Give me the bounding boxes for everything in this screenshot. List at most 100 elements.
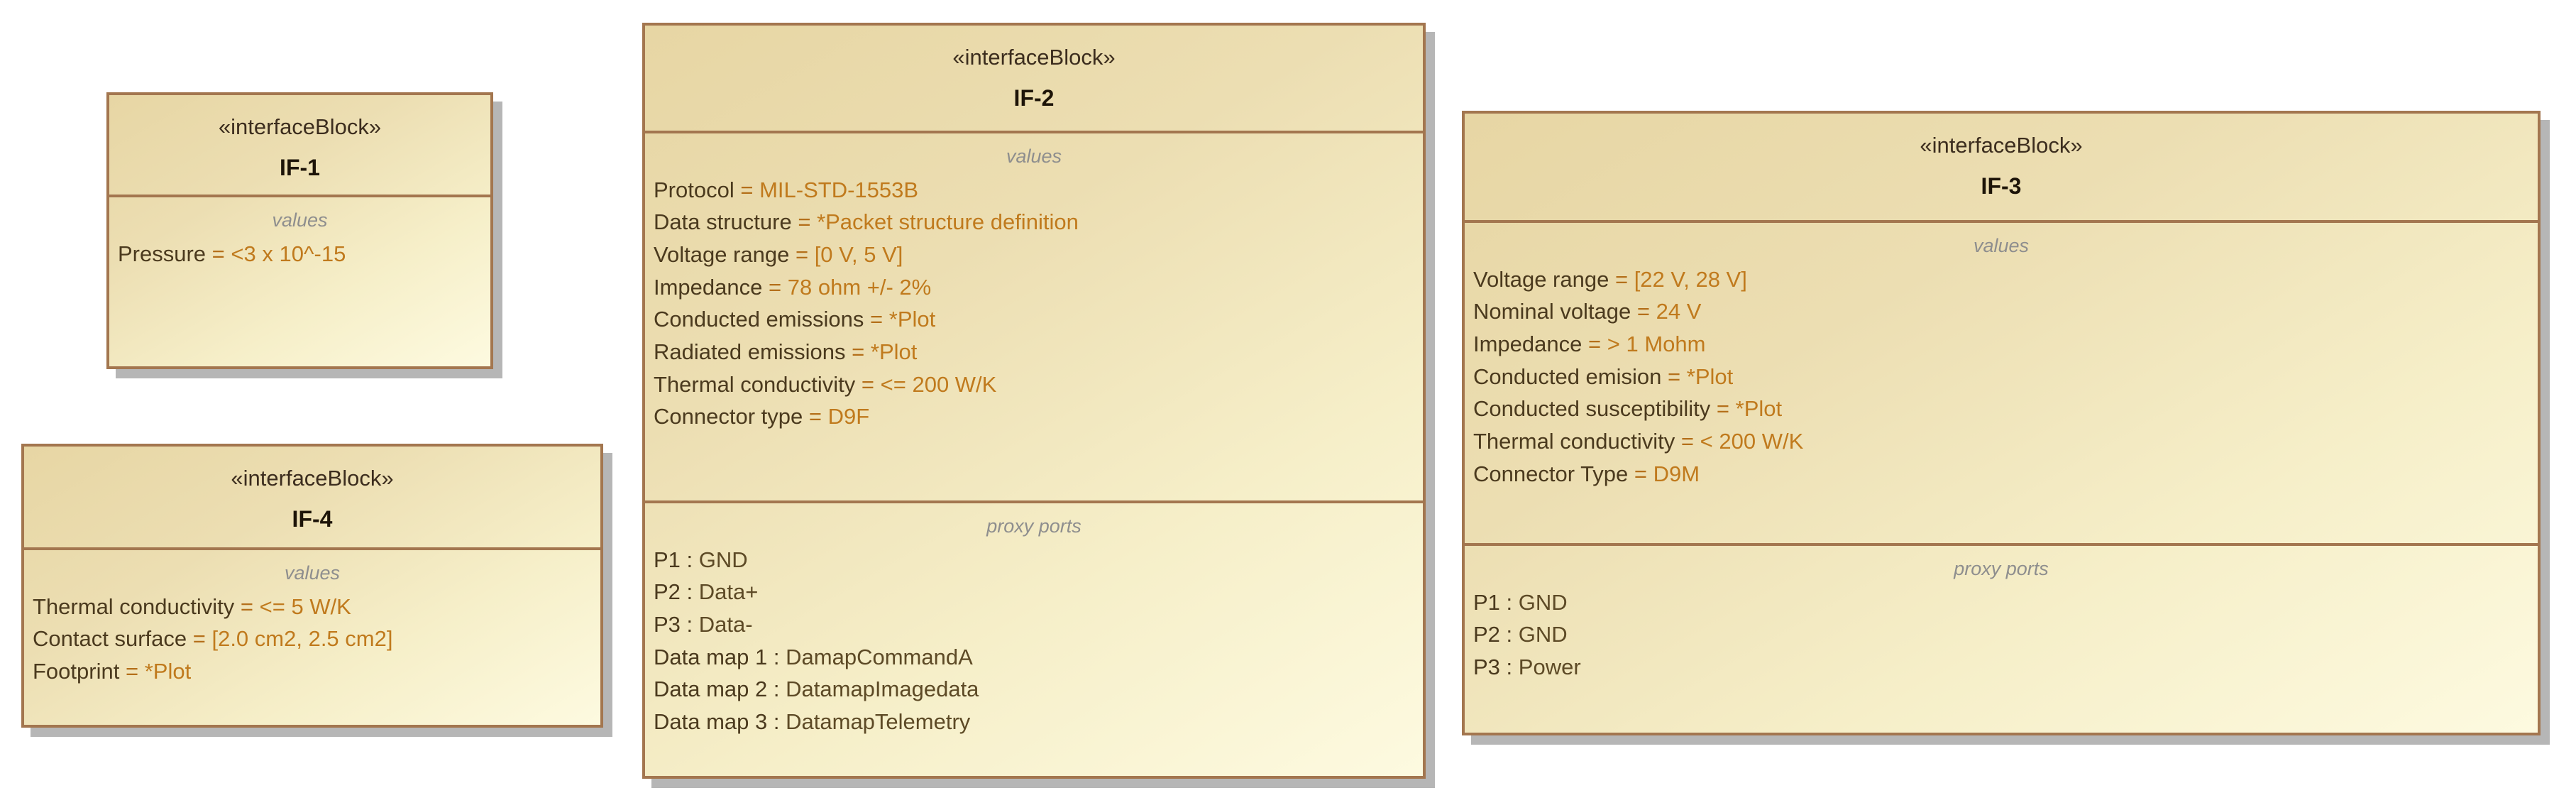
value-property[interactable]: Protocol = MIL-STD-1553B <box>645 174 1423 207</box>
proxy-ports-list: P1 : GND P2 : GND P3 : Power <box>1465 586 2538 684</box>
value-property-value: D9F <box>827 404 870 429</box>
block-header: «interfaceBlock» IF-1 <box>109 95 490 195</box>
value-property[interactable]: Pressure = <3 x 10^-15 <box>109 238 490 270</box>
proxy-port[interactable]: P2 : GND <box>1465 618 2538 651</box>
value-property-value: 78 ohm +/- 2% <box>787 274 932 300</box>
block-name: IF-2 <box>1013 84 1055 111</box>
values-compartment-label: values <box>1973 235 2030 256</box>
value-property-equals: = <box>240 593 254 619</box>
value-property-name: Connector type <box>654 404 803 429</box>
value-property-name: Conducted emision <box>1473 363 1662 389</box>
value-property-equals: = <box>769 274 782 300</box>
proxy-port-type: Power <box>1518 654 1581 679</box>
value-property-name: Thermal conductivity <box>33 593 235 619</box>
value-property-value: MIL-STD-1553B <box>759 177 919 202</box>
value-property-equals: = <box>852 339 865 364</box>
value-property-equals: = <box>192 626 206 652</box>
value-property[interactable]: Impedance = > 1 Mohm <box>1465 328 2538 361</box>
value-property[interactable]: Nominal voltage = 24 V <box>1465 295 2538 328</box>
interface-block-if3[interactable]: «interfaceBlock» IF-3 values Voltage ran… <box>1462 111 2541 735</box>
interface-block-if2[interactable]: «interfaceBlock» IF-2 values Protocol = … <box>642 23 1426 779</box>
value-property-value: *Plot <box>888 307 936 332</box>
values-compartment: values Thermal conductivity = <= 5 W/K C… <box>24 547 600 698</box>
proxy-port-name: P2 <box>654 579 681 605</box>
value-property-equals: = <box>1716 396 1730 422</box>
value-property[interactable]: Conducted emissions = *Plot <box>645 303 1423 336</box>
value-property-value: [2.0 cm2, 2.5 cm2] <box>211 626 393 652</box>
value-property[interactable]: Impedance = 78 ohm +/- 2% <box>645 271 1423 304</box>
value-property-name: Conducted emissions <box>654 307 864 332</box>
interface-block-if1[interactable]: «interfaceBlock» IF-1 values Pressure = … <box>106 92 493 369</box>
value-property[interactable]: Contact surface = [2.0 cm2, 2.5 cm2] <box>24 623 600 655</box>
value-property[interactable]: Thermal conductivity = <= 5 W/K <box>24 591 600 623</box>
value-property[interactable]: Data structure = *Packet structure defin… <box>645 206 1423 239</box>
value-property[interactable]: Connector type = D9F <box>645 400 1423 433</box>
values-compartment: values Protocol = MIL-STD-1553B Data str… <box>645 131 1423 500</box>
values-list: Pressure = <3 x 10^-15 <box>109 238 490 270</box>
value-property[interactable]: Conducted emision = *Plot <box>1465 361 2538 393</box>
values-list: Thermal conductivity = <= 5 W/K Contact … <box>24 591 600 688</box>
proxy-port[interactable]: Data map 3 : DatamapTelemetry <box>645 706 1423 738</box>
proxy-port-type: GND <box>698 547 748 572</box>
value-property-equals: = <box>861 371 875 397</box>
value-property[interactable]: Thermal conductivity = <= 200 W/K <box>645 368 1423 401</box>
value-property-equals: = <box>798 209 811 235</box>
value-property[interactable]: Connector Type = D9M <box>1465 458 2538 491</box>
proxy-port-name: P3 <box>654 611 681 637</box>
interface-block-if4[interactable]: «interfaceBlock» IF-4 values Thermal con… <box>21 444 603 728</box>
value-property[interactable]: Radiated emissions = *Plot <box>645 336 1423 368</box>
proxy-port-colon: : <box>686 547 693 572</box>
value-property-value: *Plot <box>870 339 918 364</box>
value-property-name: Data structure <box>654 209 792 235</box>
value-property-value: [0 V, 5 V] <box>814 241 903 267</box>
value-property-name: Thermal conductivity <box>1473 428 1675 454</box>
value-property-name: Radiated emissions <box>654 339 846 364</box>
value-property-equals: = <box>1614 266 1629 292</box>
value-property[interactable]: Footprint = *Plot <box>24 655 600 688</box>
proxy-port-type: GND <box>1518 589 1568 615</box>
proxy-port-colon: : <box>686 579 693 605</box>
value-property-value: <3 x 10^-15 <box>231 241 346 266</box>
values-compartment-label: values <box>284 562 341 584</box>
proxy-port[interactable]: P1 : GND <box>1465 586 2538 619</box>
value-property[interactable]: Conducted susceptibility = *Plot <box>1465 393 2538 425</box>
value-property[interactable]: Voltage range = [0 V, 5 V] <box>645 239 1423 271</box>
proxy-port-name: P2 <box>1473 622 1500 647</box>
values-compartment: values Pressure = <3 x 10^-15 <box>109 195 490 280</box>
proxy-port[interactable]: Data map 1 : DamapCommandA <box>645 641 1423 674</box>
value-property-name: Conducted susceptibility <box>1473 396 1711 422</box>
proxy-port[interactable]: P3 : Power <box>1465 651 2538 684</box>
value-property[interactable]: Voltage range = [22 V, 28 V] <box>1465 263 2538 296</box>
proxy-port-type: Data- <box>698 611 753 637</box>
values-compartment-label: values <box>272 209 328 231</box>
value-property-name: Nominal voltage <box>1473 299 1631 324</box>
value-property-value: <= 200 W/K <box>880 371 997 397</box>
value-property[interactable]: Thermal conductivity = < 200 W/K <box>1465 425 2538 458</box>
value-property-value: D9M <box>1653 461 1700 486</box>
value-property-equals: = <box>211 241 225 266</box>
proxy-port[interactable]: P2 : Data+ <box>645 576 1423 608</box>
block-name: IF-1 <box>280 154 320 180</box>
block-header: «interfaceBlock» IF-4 <box>24 447 600 547</box>
block-header: «interfaceBlock» IF-2 <box>645 26 1423 131</box>
value-property-name: Protocol <box>654 177 734 202</box>
proxy-port[interactable]: Data map 2 : DatamapImagedata <box>645 673 1423 706</box>
proxy-ports-compartment-label: proxy ports <box>986 515 1081 537</box>
block-stereotype: «interfaceBlock» <box>218 114 382 139</box>
value-property-value: > 1 Mohm <box>1607 331 1706 356</box>
proxy-ports-list: P1 : GND P2 : Data+ P3 : Data- Data map … <box>645 544 1423 738</box>
proxy-port-name: P3 <box>1473 654 1500 679</box>
value-property-value: [22 V, 28 V] <box>1634 266 1747 292</box>
proxy-port[interactable]: P3 : Data- <box>645 608 1423 641</box>
proxy-port-name: Data map 1 <box>654 644 768 669</box>
value-property-equals: = <box>1680 428 1695 454</box>
values-list: Protocol = MIL-STD-1553B Data structure … <box>645 174 1423 433</box>
block-header: «interfaceBlock» IF-3 <box>1465 114 2538 220</box>
block-stereotype: «interfaceBlock» <box>952 45 1116 70</box>
value-property-equals: = <box>1588 331 1602 356</box>
value-property-name: Impedance <box>1473 331 1583 356</box>
proxy-port[interactable]: P1 : GND <box>645 544 1423 576</box>
block-stereotype: «interfaceBlock» <box>1920 133 2083 158</box>
proxy-port-name: P1 <box>654 547 681 572</box>
value-property-value: < 200 W/K <box>1700 428 1804 454</box>
